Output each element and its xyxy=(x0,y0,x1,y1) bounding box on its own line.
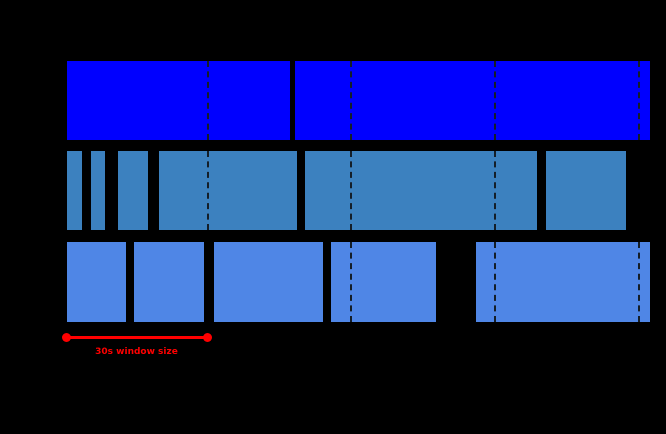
timeline-segment[interactable] xyxy=(90,150,106,231)
timeline-segment[interactable] xyxy=(66,241,127,323)
timeline-segment[interactable] xyxy=(304,150,538,231)
timeline-segment[interactable] xyxy=(545,150,627,231)
timeline-segment[interactable] xyxy=(330,241,437,323)
window-size-label: 30s window size xyxy=(95,347,178,357)
timeline-row-fine-prediction xyxy=(0,241,666,323)
timeline-segment[interactable] xyxy=(475,241,651,323)
timeline-segment[interactable] xyxy=(66,60,291,141)
timeline-segment[interactable] xyxy=(158,150,298,231)
window-size-measure-line xyxy=(66,336,207,339)
timeline-row-coarse-prediction xyxy=(0,150,666,231)
timeline-segment[interactable] xyxy=(133,241,205,323)
window-size-start-marker xyxy=(62,333,71,342)
timeline-segment[interactable] xyxy=(294,60,651,141)
timeline-segment[interactable] xyxy=(213,241,324,323)
timeline-segment[interactable] xyxy=(66,150,83,231)
window-size-end-marker xyxy=(203,333,212,342)
timeline-row-ground-truth xyxy=(0,60,666,141)
timeline-segment[interactable] xyxy=(117,150,149,231)
